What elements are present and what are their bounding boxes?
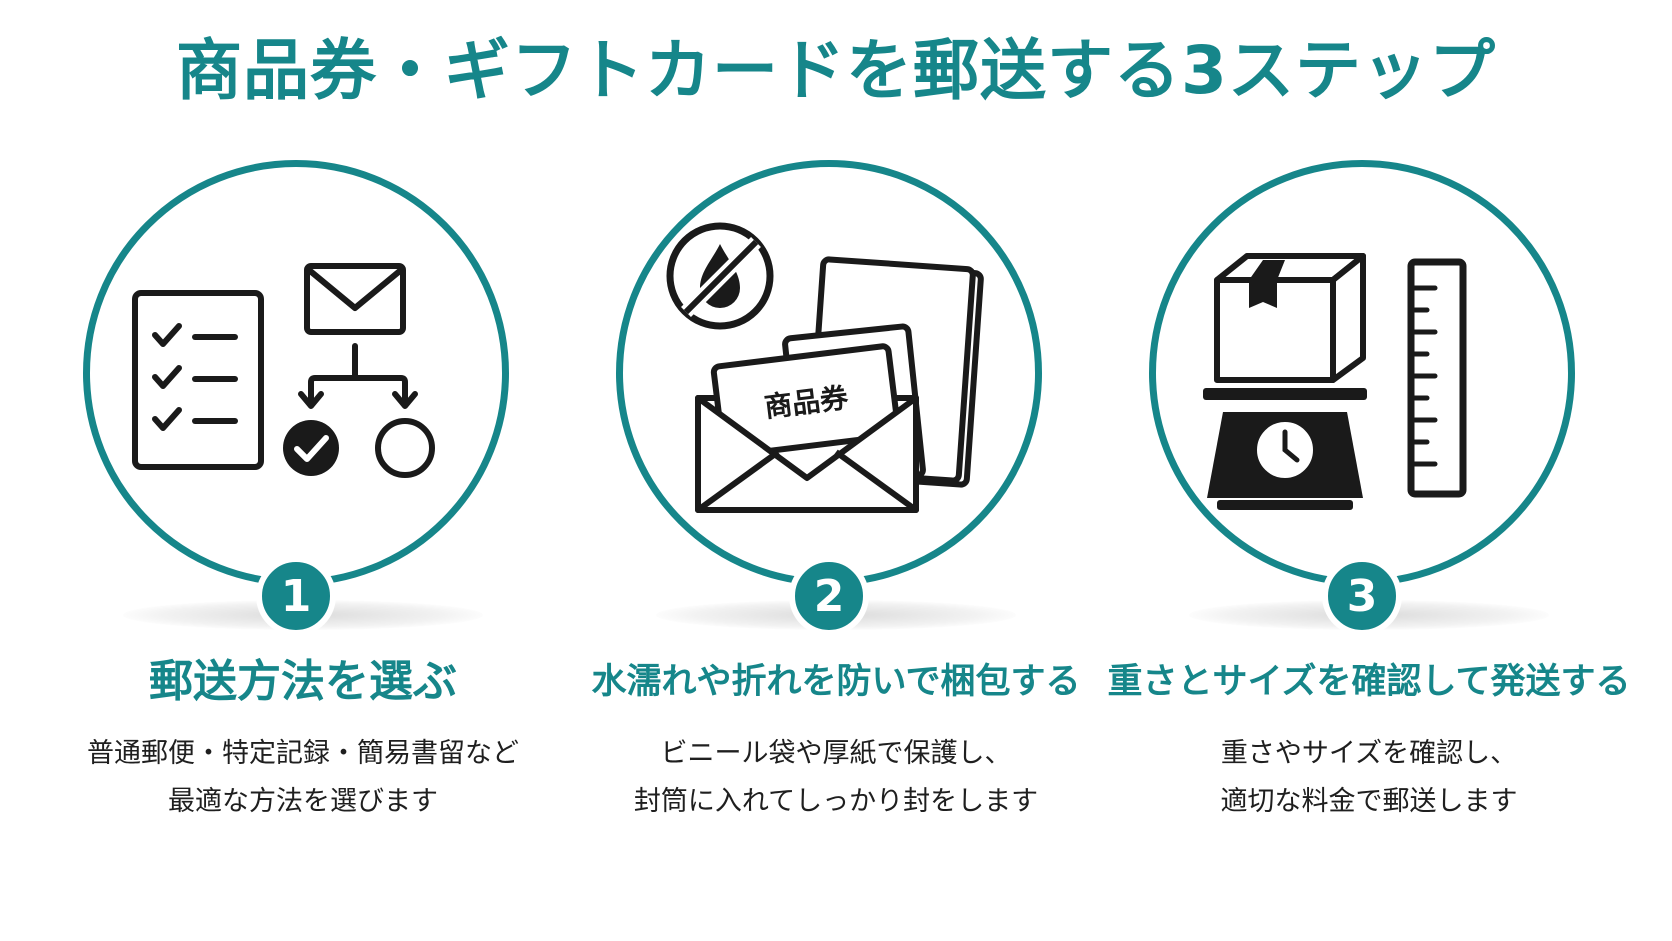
step-3: 3 重さとサイズを確認して発送する 重さやサイズを確認し、 適切な料金で郵送しま…: [1108, 160, 1630, 920]
step-description: ビニール袋や厚紙で保護し、 封筒に入れてしっかり封をします: [556, 730, 1116, 826]
desc-line: 封筒に入れてしっかり封をします: [633, 786, 1039, 817]
step-number-badge: 2: [789, 556, 869, 636]
checklist-icon: [132, 290, 264, 470]
desc-line: 普通郵便・特定記録・簡易書留など: [87, 738, 519, 769]
step-2-illustration: 商品券: [666, 222, 984, 513]
box-icon: [1214, 253, 1366, 383]
step-heading: 郵送方法を選ぶ: [149, 656, 457, 707]
step-1: 1 郵送方法を選ぶ 普通郵便・特定記録・簡易書留など 最適な方法を選びます: [43, 160, 563, 920]
ruler-icon: [1407, 258, 1467, 498]
desc-line: ビニール袋や厚紙で保護し、: [660, 738, 1012, 769]
step-1-illustration: [132, 263, 435, 478]
step-circle: [83, 160, 509, 586]
check-circle-icon: [283, 420, 339, 476]
step-heading: 水濡れや折れを防いで梱包する: [591, 662, 1081, 702]
page-title: 商品券・ギフトカードを郵送する3ステップ: [176, 32, 1496, 109]
desc-line: 重さやサイズを確認し、: [1220, 738, 1518, 769]
step-heading: 重さとサイズを確認して発送する: [1107, 662, 1631, 702]
mail-envelope-icon: [304, 263, 406, 335]
desc-line: 適切な料金で郵送します: [1220, 786, 1518, 817]
step-description: 重さやサイズを確認し、 適切な料金で郵送します: [1089, 730, 1649, 826]
scale-icon: [1203, 388, 1367, 510]
envelope-with-voucher-icon: 商品券: [695, 343, 919, 513]
step-2: 商品券 2 水濡れや折れを防いで梱包する ビニール袋や厚紙で保護し、 封筒に入れ…: [576, 160, 1096, 920]
step-3-illustration: [1203, 253, 1467, 510]
desc-line: 最適な方法を選びます: [168, 786, 438, 817]
step-number-badge: 1: [256, 556, 336, 636]
step-number-badge: 3: [1322, 556, 1402, 636]
step-description: 普通郵便・特定記録・簡易書留など 最適な方法を選びます: [23, 730, 583, 826]
flowchart-icon: [298, 343, 435, 478]
no-water-icon: [666, 222, 774, 330]
